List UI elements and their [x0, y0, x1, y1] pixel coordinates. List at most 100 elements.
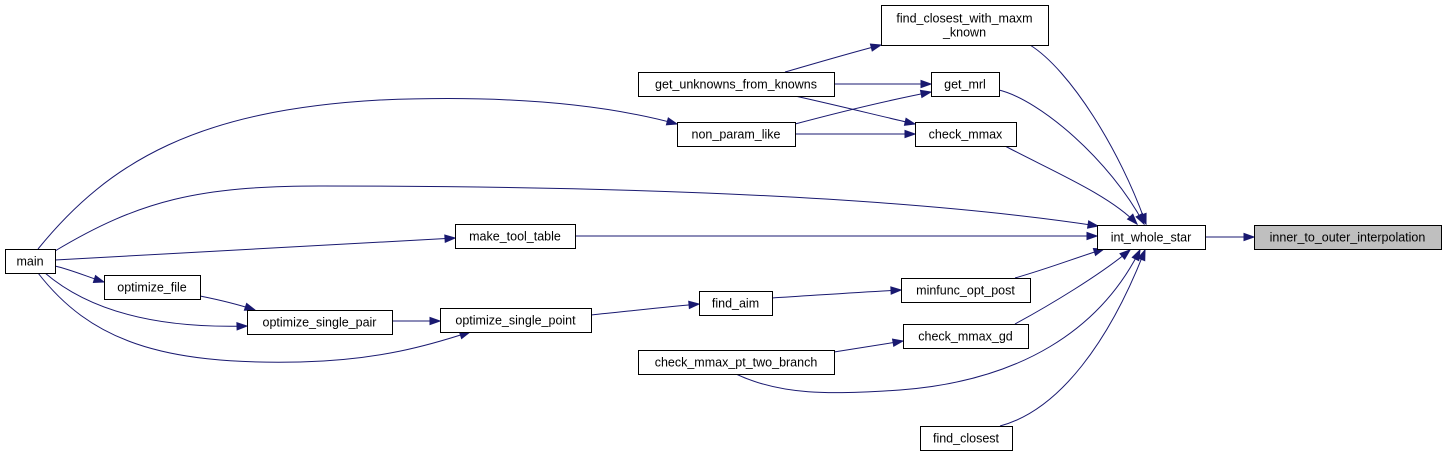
- node-minfunc_opt_post[interactable]: minfunc_opt_post: [901, 278, 1031, 303]
- edge-find_closest-to-int_whole_star: [999, 248, 1146, 427]
- edge-non_param_like-to-get_mrl: [794, 89, 933, 125]
- node-label: check_mmax_pt_two_branch: [655, 356, 818, 370]
- edge-get_unknowns_from_knowns-to-find_closest_with_maxm_known: [784, 43, 883, 73]
- node-check_mmax_gd[interactable]: check_mmax_gd: [903, 324, 1029, 349]
- node-int_whole_star[interactable]: int_whole_star: [1097, 225, 1206, 250]
- arrowhead-icon: [920, 79, 933, 89]
- edge-main-to-make_tool_table: [54, 234, 457, 261]
- node-get_mrl[interactable]: get_mrl: [931, 72, 1000, 97]
- node-find_closest[interactable]: find_closest: [920, 426, 1013, 451]
- node-label: find_closest: [933, 432, 1000, 446]
- node-box: [5, 249, 56, 274]
- node-label: get_mrl: [944, 78, 986, 92]
- node-box: [931, 72, 1000, 97]
- arrowhead-icon: [919, 89, 933, 99]
- node-box: [901, 278, 1031, 303]
- arrowhead-icon: [903, 117, 917, 126]
- node-box: [1097, 225, 1206, 250]
- nodes-layer: inner_to_outer_interpolation int_whole_st…: [5, 5, 1442, 451]
- arrowhead-icon: [1137, 248, 1146, 262]
- node-box: [247, 310, 393, 335]
- node-label: _known: [942, 26, 986, 40]
- edge-check_mmax-to-int_whole_star: [1004, 145, 1139, 226]
- node-check_mmax_pt_two_branch[interactable]: check_mmax_pt_two_branch: [638, 350, 835, 375]
- node-label: optimize_single_point: [455, 314, 576, 328]
- edge-find_aim-to-minfunc_opt_post: [771, 286, 903, 299]
- node-label: find_aim: [712, 297, 759, 311]
- node-label: non_param_like: [692, 128, 781, 142]
- edge-line: [1029, 44, 1147, 225]
- arrowhead-icon: [1086, 231, 1099, 241]
- edge-line: [1014, 249, 1131, 325]
- arrowhead-icon: [92, 274, 106, 283]
- edge-check_mmax_pt_two_branch-to-check_mmax_gd: [833, 338, 905, 353]
- node-find_closest_with_maxm_known[interactable]: find_closest_with_maxm_known: [881, 5, 1049, 46]
- node-label: make_tool_table: [469, 230, 561, 244]
- edge-line: [54, 237, 456, 261]
- edge-line: [998, 89, 1145, 225]
- node-box: [455, 224, 576, 249]
- node-box: [638, 72, 835, 97]
- arrowhead-icon: [1243, 232, 1256, 242]
- node-inner: inner_to_outer_interpolation: [1254, 225, 1442, 250]
- edge-optimize_single_pair-to-optimize_single_point: [392, 316, 442, 326]
- arrowhead-icon: [869, 43, 883, 52]
- edge-get_unknowns_from_knowns-to-check_mmax: [794, 95, 917, 126]
- edge-make_tool_table-to-int_whole_star: [575, 231, 1099, 241]
- node-box: [104, 275, 201, 300]
- node-box: [1254, 225, 1442, 250]
- edge-line: [999, 249, 1146, 427]
- edge-line: [794, 91, 932, 125]
- node-label: optimize_file: [117, 281, 187, 295]
- edge-line: [44, 272, 248, 327]
- node-find_aim[interactable]: find_aim: [699, 291, 773, 316]
- edge-main-to-optimize_single_point: [37, 272, 472, 363]
- node-optimize_single_pair[interactable]: optimize_single_pair: [247, 310, 393, 335]
- edge-non_param_like-to-check_mmax: [795, 129, 917, 139]
- edge-optimize_file-to-optimize_single_pair: [199, 295, 257, 311]
- edge-get_mrl-to-int_whole_star: [998, 89, 1145, 226]
- node-label: get_unknowns_from_knowns: [655, 78, 817, 92]
- edges-layer: [37, 43, 1256, 427]
- edge-main-to-int_whole_star: [54, 185, 1100, 252]
- node-label: check_mmax_gd: [918, 330, 1013, 344]
- node-box: [881, 5, 1049, 46]
- node-main[interactable]: main: [5, 249, 56, 274]
- node-check_mmax[interactable]: check_mmax: [915, 122, 1017, 147]
- node-box: [638, 350, 835, 375]
- arrowhead-icon: [1131, 248, 1141, 262]
- arrowhead-icon: [890, 286, 903, 295]
- edge-line: [794, 95, 916, 125]
- node-box: [440, 308, 592, 333]
- edge-optimize_single_point-to-find_aim: [590, 300, 701, 316]
- node-get_unknowns_from_knowns[interactable]: get_unknowns_from_knowns: [638, 72, 835, 97]
- arrowhead-icon: [904, 129, 917, 139]
- edge-line: [771, 289, 902, 299]
- edge-check_mmax_gd-to-int_whole_star: [1014, 249, 1132, 325]
- arrowhead-icon: [1119, 249, 1132, 261]
- node-box: [677, 122, 796, 147]
- node-non_param_like[interactable]: non_param_like: [677, 122, 796, 147]
- arrowhead-icon: [1086, 220, 1100, 229]
- node-optimize_file[interactable]: optimize_file: [104, 275, 201, 300]
- node-optimize_single_point[interactable]: optimize_single_point: [440, 308, 592, 333]
- arrowhead-icon: [243, 302, 257, 311]
- node-label: inner_to_outer_interpolation: [1270, 231, 1426, 245]
- arrowhead-icon: [236, 322, 249, 331]
- edge-line: [735, 249, 1141, 394]
- edge-main-to-non_param_like: [37, 98, 679, 250]
- node-label: check_mmax: [929, 128, 1003, 142]
- edge-line: [37, 272, 471, 363]
- node-label: find_closest_with_maxm: [896, 12, 1032, 26]
- node-box: [903, 324, 1029, 349]
- arrowhead-icon: [1126, 213, 1139, 226]
- edge-line: [37, 98, 678, 250]
- edge-main-to-optimize_single_pair: [44, 272, 249, 331]
- arrowhead-icon: [1135, 212, 1145, 226]
- arrowhead-icon: [891, 338, 905, 347]
- node-make_tool_table[interactable]: make_tool_table: [455, 224, 576, 249]
- edge-int_whole_star-to-inner: [1205, 232, 1256, 242]
- node-label: int_whole_star: [1111, 231, 1192, 245]
- edge-line: [590, 303, 700, 316]
- edge-line: [784, 44, 882, 73]
